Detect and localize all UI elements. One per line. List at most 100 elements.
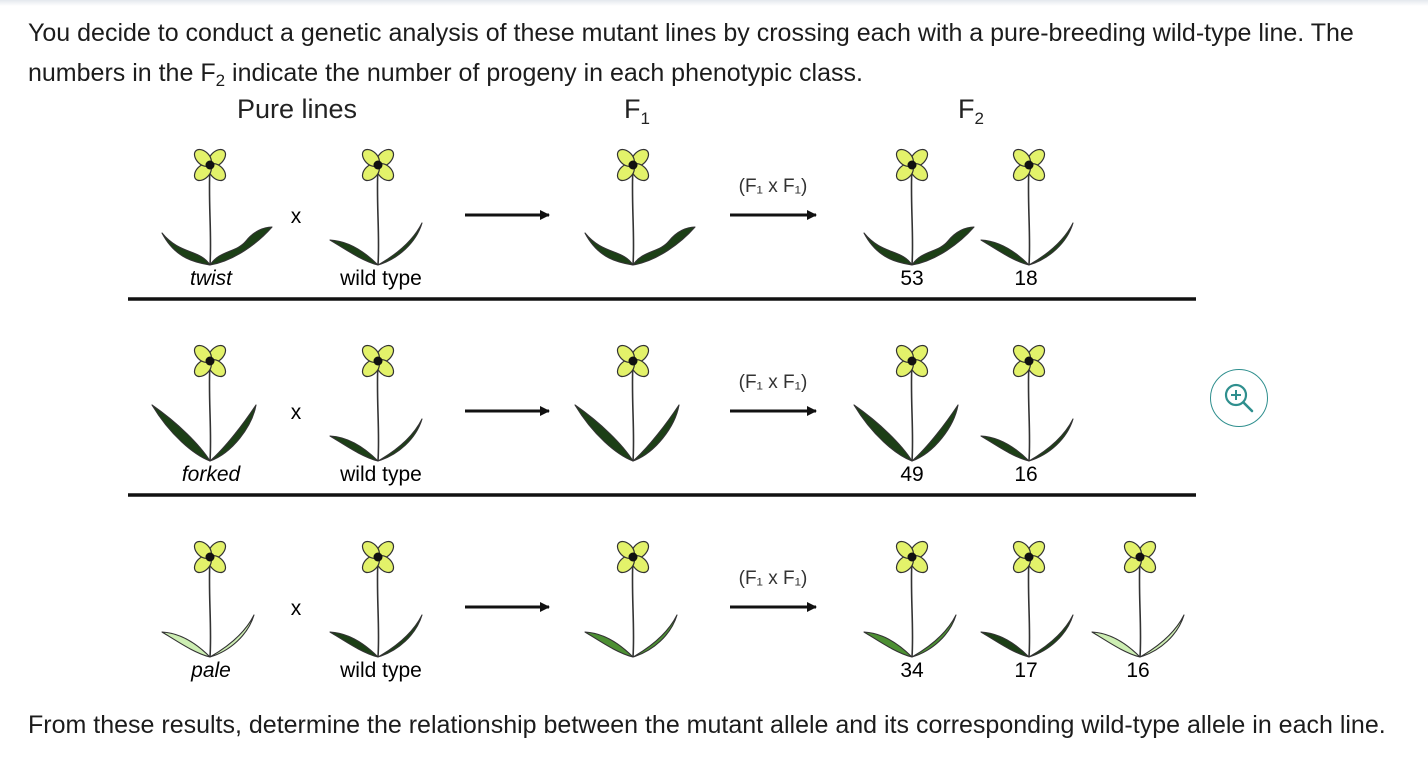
flower-center [373, 356, 383, 366]
cross-symbol: x [291, 205, 302, 228]
leaf [980, 239, 1030, 266]
intro-text-part1: You decide to conduct a genetic analysis… [28, 19, 1354, 87]
leaf [377, 222, 423, 266]
leaf [1028, 614, 1074, 658]
leaf [209, 614, 255, 658]
stem [376, 362, 380, 462]
label-wild-type: wild type [339, 463, 422, 486]
leaf [632, 614, 678, 658]
plant-f1-twist [584, 148, 696, 266]
leaf [632, 404, 680, 462]
selfing-label: (F₁ x F₁) [739, 372, 808, 393]
leaf [632, 226, 696, 266]
plant-f2-forked-class1 [853, 344, 959, 462]
flower-center [628, 160, 638, 170]
cross-row-twist: x (F₁ x F₁) twist wild type 53 18 [161, 148, 1074, 290]
leaf [161, 232, 211, 266]
zoom-button[interactable] [1210, 369, 1268, 427]
leaf [1091, 631, 1141, 658]
leaf [980, 435, 1030, 462]
flower-center [205, 160, 215, 170]
stem [1138, 558, 1142, 658]
stem [208, 166, 212, 266]
label-mutant-pale: pale [190, 659, 231, 682]
leaf [209, 404, 257, 462]
stem [376, 166, 380, 266]
leaf [1139, 614, 1185, 658]
leaf [584, 232, 634, 266]
count-twist-class1: 53 [900, 267, 923, 290]
plant-pale-mutant [161, 540, 255, 658]
flower-center [907, 552, 917, 562]
label-mutant-forked: forked [182, 463, 242, 486]
cross-symbol: x [291, 597, 302, 620]
selfing-label: (F₁ x F₁) [739, 176, 808, 197]
flower-center [1135, 552, 1145, 562]
header-f2: F2 [958, 94, 984, 128]
leaf [574, 404, 634, 462]
stem [910, 558, 914, 658]
plant-wildtype-parent [329, 540, 423, 658]
flower-center [205, 552, 215, 562]
stem [1027, 166, 1031, 266]
plant-f2-pale-class2 [980, 540, 1074, 658]
stem [208, 362, 212, 462]
flower-center [628, 356, 638, 366]
flower-center [373, 160, 383, 170]
plant-wildtype-parent [329, 148, 423, 266]
stem [208, 558, 212, 658]
count-pale-class1: 34 [900, 659, 924, 682]
leaf [329, 435, 379, 462]
leaf [863, 631, 913, 658]
stem [631, 362, 635, 462]
leaf [329, 239, 379, 266]
count-twist-class2: 18 [1014, 267, 1037, 290]
count-pale-class3: 16 [1126, 659, 1149, 682]
flower-center [1024, 356, 1034, 366]
leaf [911, 614, 957, 658]
flower-center [907, 160, 917, 170]
top-edge [0, 0, 1428, 6]
cross-symbol: x [291, 401, 302, 424]
stem [910, 362, 914, 462]
outro-text: From these results, determine the relati… [28, 711, 1386, 739]
stem [1027, 558, 1031, 658]
cross-row-forked: x (F₁ x F₁) forked wild type 49 16 [151, 344, 1074, 486]
leaf [584, 631, 634, 658]
label-wild-type: wild type [339, 659, 422, 682]
stem [1027, 362, 1031, 462]
stem [631, 558, 635, 658]
selfing-label: (F₁ x F₁) [739, 568, 808, 589]
plant-wildtype-parent [329, 344, 423, 462]
leaf [151, 404, 211, 462]
intro-text: You decide to conduct a genetic analysis… [28, 13, 1388, 93]
leaf [377, 418, 423, 462]
flower-center [1024, 160, 1034, 170]
plant-f2-pale-class3 [1091, 540, 1185, 658]
zoom-in-icon [1224, 383, 1254, 413]
header-f1: F1 [624, 94, 650, 128]
leaf [853, 404, 913, 462]
stem [376, 558, 380, 658]
header-pure-lines: Pure lines [237, 94, 357, 124]
stem [631, 166, 635, 266]
flower-center [907, 356, 917, 366]
plant-forked-mutant [151, 344, 257, 462]
leaf [911, 226, 975, 266]
plant-f1-forked [574, 344, 680, 462]
flower-center [1024, 552, 1034, 562]
plant-f2-forked-class2 [980, 344, 1074, 462]
plant-f2-pale-class1 [863, 540, 957, 658]
cross-row-pale: x (F₁ x F₁) pale wild type 34 17 16 [161, 540, 1185, 682]
count-forked-class2: 16 [1014, 463, 1037, 486]
leaf [209, 226, 273, 266]
leaf [161, 631, 211, 658]
intro-text-part2: indicate the number of progeny in each p… [225, 59, 863, 87]
leaf [329, 631, 379, 658]
count-pale-class2: 17 [1014, 659, 1037, 682]
flower-center [205, 356, 215, 366]
label-mutant-twist: twist [190, 267, 233, 290]
leaf [1028, 222, 1074, 266]
count-forked-class1: 49 [900, 463, 923, 486]
